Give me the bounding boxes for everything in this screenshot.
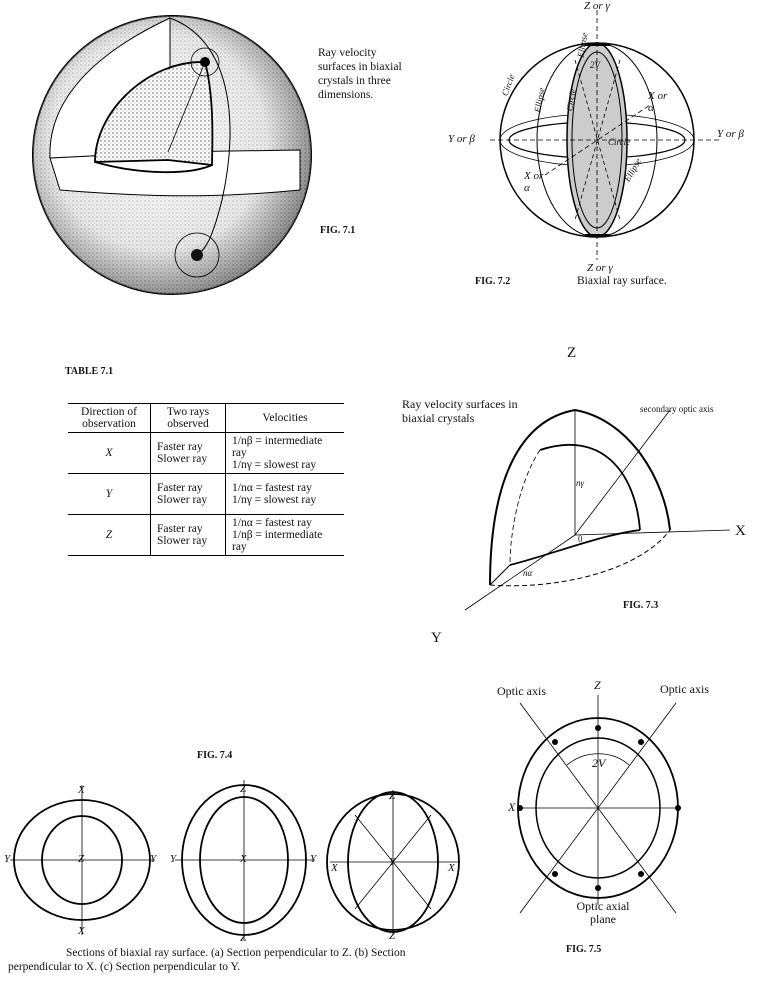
fig74b-right: Y xyxy=(310,853,317,865)
fig75-plane-label-line1: Optic axial xyxy=(576,899,630,913)
fig75-angle: 2V xyxy=(592,756,606,770)
fig74-sections-drawing xyxy=(10,780,460,940)
fig73-n-alpha: nα xyxy=(523,568,533,578)
table71-header-velocities: Velocities xyxy=(262,412,308,424)
fig73-label: FIG. 7.3 xyxy=(623,600,659,611)
fig74c-left: X xyxy=(331,862,338,874)
fig75-plane-label-line2: plane xyxy=(590,912,616,926)
fig72-axis-z-bottom: Z or γ xyxy=(587,262,613,274)
fig74c-top: Z xyxy=(389,790,396,802)
fig73-axis-x: X xyxy=(735,523,746,539)
fig75-optic-axis-right: Optic axis xyxy=(660,682,709,696)
fig71-sphere-drawing xyxy=(32,15,312,295)
fig73-axis-z: Z xyxy=(567,345,577,361)
fig74a-top: X xyxy=(78,784,85,796)
fig72-caption: Biaxial ray surface. xyxy=(577,275,667,287)
fig73-caption: Ray velocity surfaces in biaxial crystal… xyxy=(402,397,518,425)
fig74b-left: Y xyxy=(170,853,177,865)
table71-header-rays: Two rays observed xyxy=(150,404,226,433)
table71-header-direction: Direction of observation xyxy=(68,404,151,433)
fig74a-center: Z xyxy=(78,853,85,865)
fig72-axis-y-right: Y or β xyxy=(717,128,744,140)
fig74c-center: Y xyxy=(389,856,396,868)
fig75-plane-label: Optic axial plane xyxy=(568,900,638,926)
fig74c-bottom: Z xyxy=(389,930,396,942)
table71-title: TABLE 7.1 xyxy=(65,366,114,377)
fig73-secondary-axis-label: secondary optic axis xyxy=(640,404,714,414)
fig74b-center: X xyxy=(240,853,247,865)
fig75-label: FIG. 7.5 xyxy=(566,944,602,955)
fig74a-bottom: X xyxy=(78,925,85,937)
fig74a-right: Y xyxy=(150,853,157,865)
fig72-axis-z-top: Z or γ xyxy=(584,0,610,12)
fig74-caption: Sections of biaxial ray surface. (a) Sec… xyxy=(8,947,406,973)
fig72-ray-surface-drawing xyxy=(490,10,720,260)
fig73-n-gamma: nγ xyxy=(576,478,585,488)
fig74c-right: X xyxy=(448,862,455,874)
fig72-curve-label-circle-right: Circle xyxy=(608,137,631,147)
fig72-axis-y-left: Y or β xyxy=(448,133,475,145)
fig72-label: FIG. 7.2 xyxy=(475,276,511,287)
fig71-label: FIG. 7.1 xyxy=(320,225,356,236)
fig74-label: FIG. 7.4 xyxy=(197,750,233,761)
fig73-axis-y: Y xyxy=(431,630,442,646)
fig74a-left: Y xyxy=(4,853,11,865)
fig75-axis-z: Z xyxy=(594,678,601,692)
fig71-caption: Ray velocity surfaces in biaxial crystal… xyxy=(318,47,402,101)
fig75-optic-axial-plane-drawing xyxy=(517,695,681,914)
fig75-axis-x: X xyxy=(508,800,516,814)
fig72-axis-x-left: X or α xyxy=(524,170,544,194)
fig72-angle-label: 2V xyxy=(590,60,600,70)
fig74b-bottom: Z xyxy=(240,932,247,944)
fig73-origin: 0 xyxy=(578,534,583,544)
fig75-optic-axis-left: Optic axis xyxy=(497,684,546,698)
table71: Direction of observation Two rays observ… xyxy=(68,403,344,556)
fig72-axis-x-right: X or α xyxy=(648,90,668,114)
fig74b-top: Z xyxy=(240,783,247,795)
fig73-octant-drawing xyxy=(464,409,731,611)
